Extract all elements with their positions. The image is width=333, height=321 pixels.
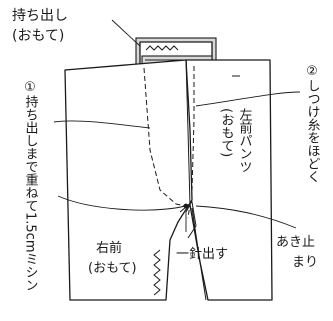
- leader-fly: [111, 19, 141, 47]
- fly-label-line1: 持ち出し: [12, 8, 68, 24]
- right-front-label-line1: 右前: [96, 240, 122, 256]
- leader-opening-end: [195, 205, 297, 229]
- opening-end-marker: [183, 203, 189, 209]
- leader-step1-lower: [57, 195, 187, 211]
- opening-end-label-line1: あき止: [276, 235, 315, 250]
- right-front-label-line2: (おもて): [88, 261, 137, 276]
- opening-end-label-line2: まり: [292, 255, 318, 270]
- leader-step2: [195, 91, 301, 107]
- right-front-panel: [64, 59, 193, 301]
- left-front-label-col1: 左前パンツ: [237, 108, 253, 173]
- one-stitch-label: 一針出す: [176, 247, 228, 262]
- fly-label-line2: (おもて): [12, 28, 64, 44]
- leader-step1: [53, 120, 151, 129]
- left-front-label-col2: (おもて): [219, 108, 234, 157]
- step2-label: ②しつけ糸をほどく: [305, 64, 321, 183]
- step1-label: ①持ち出しまで重ねて1.5cmミシン: [23, 80, 39, 292]
